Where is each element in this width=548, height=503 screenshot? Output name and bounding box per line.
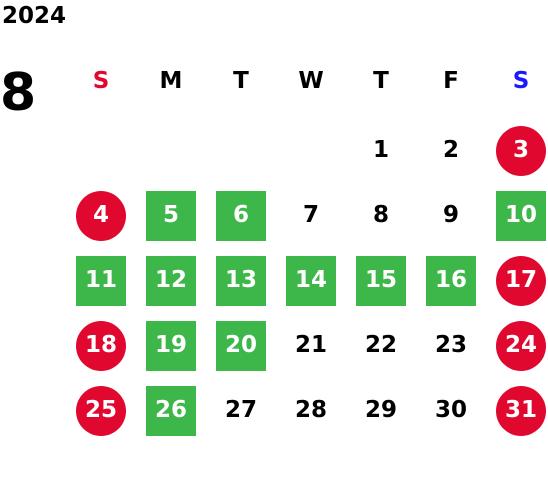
day-number: 29	[364, 397, 397, 423]
weekday-label: S	[512, 68, 530, 94]
day-cell[interactable]: 4	[66, 183, 136, 248]
weekday-label: T	[233, 68, 249, 94]
highlighted-day-number: 19	[146, 320, 196, 371]
weekday-label: M	[159, 68, 183, 94]
day-number: 28	[294, 397, 327, 423]
highlighted-day-number: 14	[286, 255, 336, 306]
day-cell[interactable]: 11	[66, 248, 136, 313]
highlighted-day-number: 15	[356, 255, 406, 306]
highlighted-day-number: 16	[426, 255, 476, 306]
highlighted-day-number: 5	[146, 190, 196, 241]
day-cell[interactable]: 7	[276, 183, 346, 248]
calendar-month: 8	[0, 63, 37, 123]
highlighted-day-number: 12	[146, 255, 196, 306]
day-cell[interactable]: 30	[416, 378, 486, 443]
highlighted-day-number: 6	[216, 190, 266, 241]
day-cell[interactable]: 24	[486, 313, 548, 378]
holiday-day-number: 25	[76, 385, 126, 436]
day-cell[interactable]: 17	[486, 248, 548, 313]
day-number: 8	[372, 202, 389, 228]
day-cell[interactable]: 5	[136, 183, 206, 248]
day-cell	[136, 118, 206, 183]
day-cell[interactable]: 21	[276, 313, 346, 378]
day-cell[interactable]: 15	[346, 248, 416, 313]
day-cell[interactable]: 6	[206, 183, 276, 248]
day-number: 7	[302, 202, 319, 228]
day-number: 30	[434, 397, 467, 423]
highlighted-day-number: 20	[216, 320, 266, 371]
holiday-day-number: 3	[496, 125, 546, 176]
day-cell[interactable]: 27	[206, 378, 276, 443]
weekday-label: F	[443, 68, 459, 94]
weekday-label: T	[373, 68, 389, 94]
day-cell[interactable]: 14	[276, 248, 346, 313]
day-cell[interactable]: 12	[136, 248, 206, 313]
day-cell[interactable]: 13	[206, 248, 276, 313]
day-cell[interactable]: 3	[486, 118, 548, 183]
highlighted-day-number: 13	[216, 255, 266, 306]
highlighted-day-number: 11	[76, 255, 126, 306]
day-cell[interactable]: 19	[136, 313, 206, 378]
day-cell[interactable]: 29	[346, 378, 416, 443]
day-cell[interactable]: 8	[346, 183, 416, 248]
day-number: 9	[442, 202, 459, 228]
day-cell[interactable]: 18	[66, 313, 136, 378]
day-cell[interactable]: 28	[276, 378, 346, 443]
highlighted-day-number: 26	[146, 385, 196, 436]
day-cell[interactable]: 20	[206, 313, 276, 378]
weekday-label: S	[92, 68, 110, 94]
day-cell[interactable]: 2	[416, 118, 486, 183]
day-number: 27	[224, 397, 257, 423]
day-cell[interactable]: 25	[66, 378, 136, 443]
holiday-day-number: 4	[76, 190, 126, 241]
day-number: 2	[442, 137, 459, 163]
day-cell[interactable]: 26	[136, 378, 206, 443]
holiday-day-number: 18	[76, 320, 126, 371]
day-cell	[66, 118, 136, 183]
holiday-day-number: 17	[496, 255, 546, 306]
day-number: 1	[372, 137, 389, 163]
holiday-day-number: 31	[496, 385, 546, 436]
day-cell[interactable]: 1	[346, 118, 416, 183]
day-cell[interactable]: 22	[346, 313, 416, 378]
highlighted-day-number: 10	[496, 190, 546, 241]
calendar-year: 2024	[2, 3, 67, 29]
day-cell[interactable]: 9	[416, 183, 486, 248]
day-cell[interactable]: 31	[486, 378, 548, 443]
day-number: 21	[294, 332, 327, 358]
holiday-day-number: 24	[496, 320, 546, 371]
weekday-label: W	[298, 68, 324, 94]
day-number: 22	[364, 332, 397, 358]
day-cell[interactable]: 10	[486, 183, 548, 248]
day-cell	[206, 118, 276, 183]
day-cell	[276, 118, 346, 183]
day-number: 23	[434, 332, 467, 358]
day-cell[interactable]: 16	[416, 248, 486, 313]
day-cell[interactable]: 23	[416, 313, 486, 378]
